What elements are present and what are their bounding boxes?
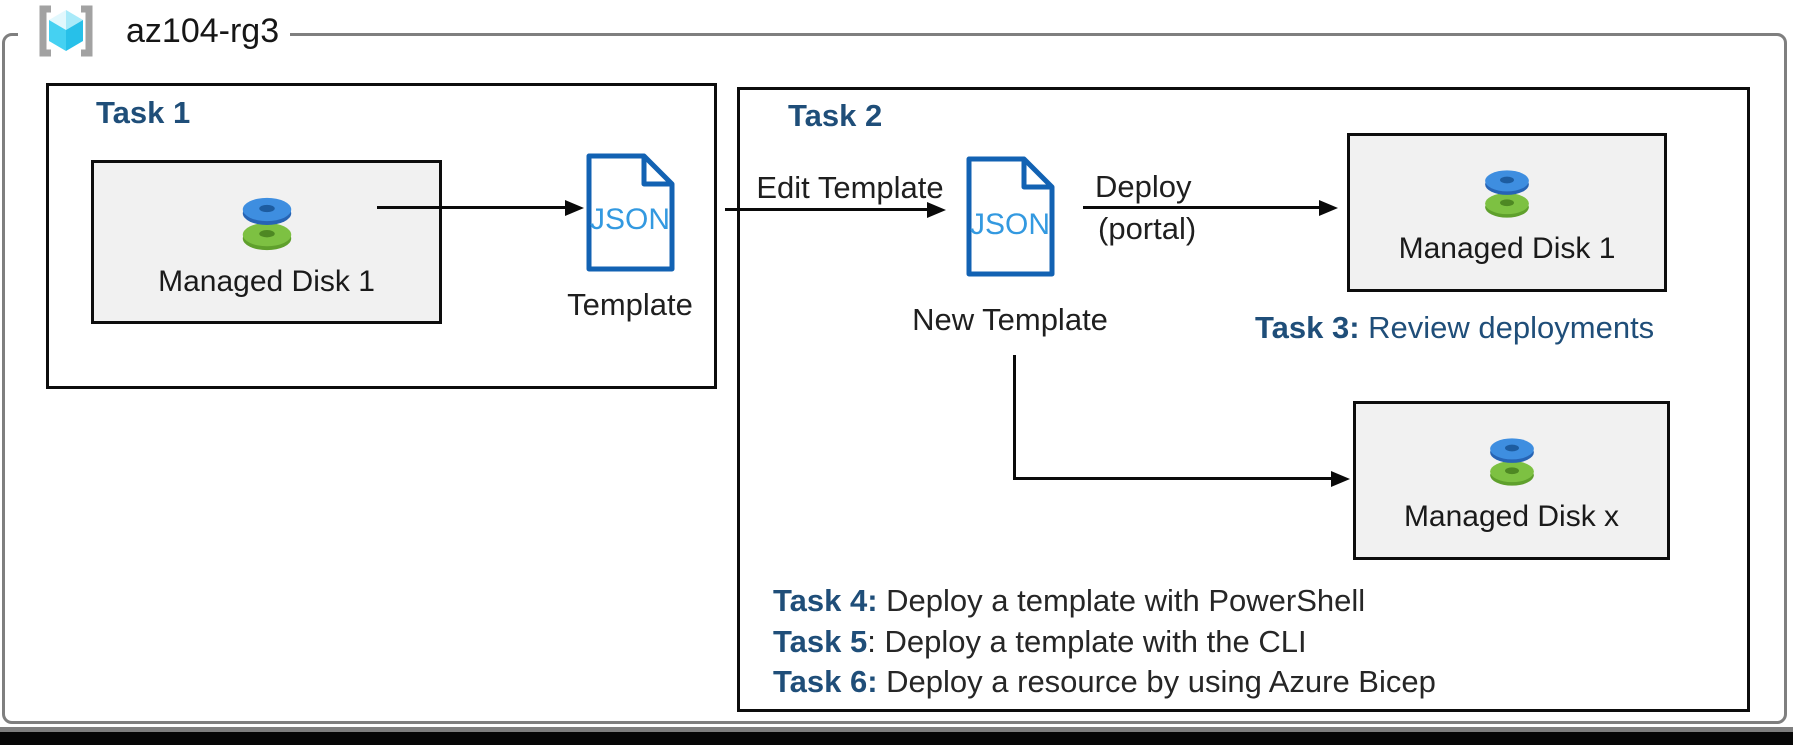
new-template-caption: New Template (912, 302, 1108, 337)
arrow-edit-template (725, 208, 928, 211)
svg-text:JSON: JSON (970, 208, 1050, 241)
task4-bold: Task 4: (773, 583, 878, 618)
deploy-label: Deploy (1095, 169, 1192, 204)
task5-line: Task 5: Deploy a template with the CLI (773, 622, 1436, 663)
task4-line: Task 4: Deploy a template with PowerShel… (773, 581, 1436, 622)
arrow-new-template-head (1331, 470, 1350, 487)
task4-text: Deploy a template with PowerShell (877, 583, 1366, 618)
task3-text: Review deployments (1359, 310, 1655, 345)
template-caption: Template (567, 287, 693, 322)
task2-title: Task 2 (788, 98, 883, 133)
task-list: Task 4: Deploy a template with PowerShel… (773, 581, 1436, 703)
managed-disk-1-deployed-box: Managed Disk 1 (1347, 133, 1667, 292)
deploy-portal-label: (portal) (1098, 211, 1197, 246)
resource-group-label: az104-rg3 (126, 12, 280, 50)
edit-template-label: Edit Template (756, 170, 944, 205)
task3-line: Task 3: Review deployments (1255, 310, 1654, 346)
task6-line: Task 6: Deploy a resource by using Azure… (773, 662, 1436, 703)
arrow-deploy-head (1319, 199, 1338, 216)
arrow-disk-to-template (377, 206, 566, 209)
bottom-window-edge (0, 732, 1793, 745)
managed-disk-icon (1485, 169, 1529, 218)
managed-disk-icon (1489, 437, 1534, 486)
managed-disk-1-source-label: Managed Disk 1 (158, 265, 375, 298)
resource-group-border (2, 33, 1787, 724)
arrow-edit-template-head (927, 201, 946, 218)
task6-text: Deploy a resource by using Azure Bicep (877, 664, 1436, 699)
task6-bold: Task 6: (773, 664, 878, 699)
task5-text: : Deploy a template with the CLI (867, 623, 1307, 659)
managed-disk-x-box: Managed Disk x (1353, 401, 1670, 560)
task1-title: Task 1 (96, 95, 191, 130)
arrow-new-template-down (1013, 355, 1016, 480)
resource-group-icon (39, 5, 93, 57)
managed-disk-1-deployed-label: Managed Disk 1 (1398, 231, 1616, 265)
task3-bold: Task 3: (1255, 310, 1360, 345)
managed-disk-1-source-box: Managed Disk 1 (91, 160, 442, 324)
arrow-deploy (1083, 206, 1320, 209)
json-file-icon-template: JSON (586, 153, 675, 272)
bottom-gray-strip (0, 727, 1793, 732)
task5-bold: Task 5 (773, 623, 868, 659)
json-file-icon-new-template: JSON (966, 156, 1055, 277)
arrow-new-template-right (1013, 477, 1332, 480)
managed-disk-x-label: Managed Disk x (1403, 499, 1620, 533)
managed-disk-icon (242, 197, 291, 251)
svg-text:JSON: JSON (590, 203, 670, 236)
arrow-disk-to-template-head (565, 199, 584, 216)
